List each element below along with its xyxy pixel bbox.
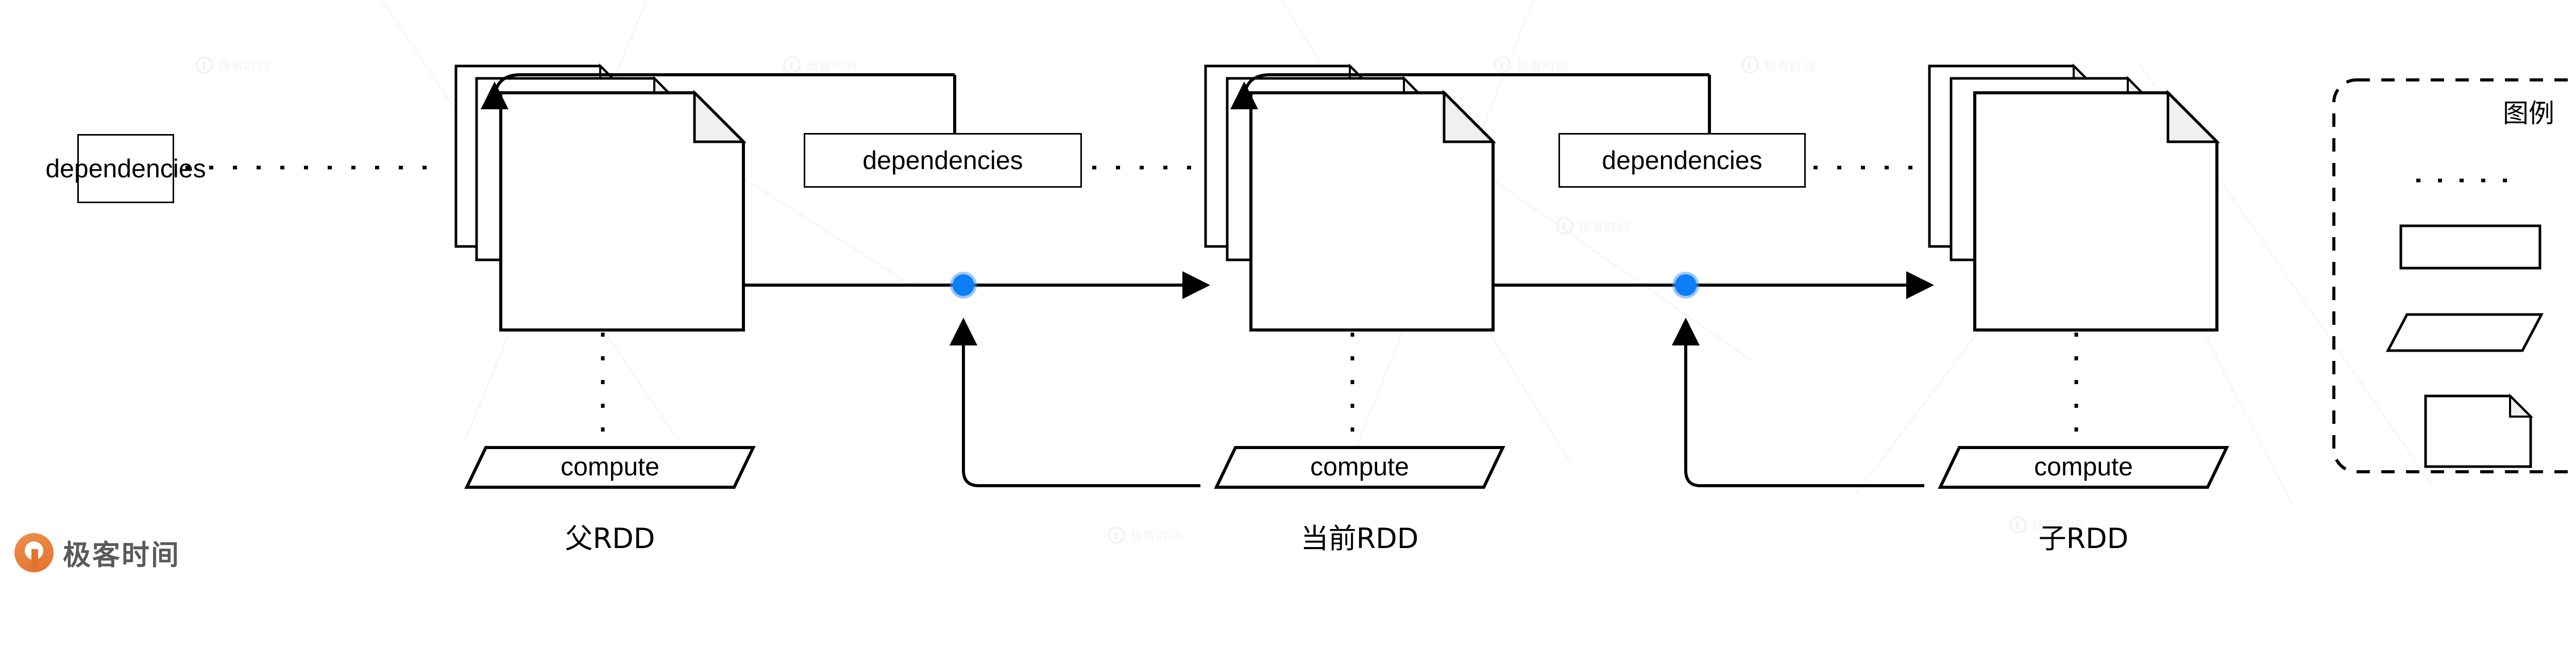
legend-page-fold-icon (2509, 393, 2533, 418)
compute-text: compute (561, 452, 659, 481)
partition-stack-child (1928, 63, 2221, 332)
legend-symbol-document (2424, 394, 2532, 468)
compute-method-shape-child (1938, 446, 2229, 489)
legend-symbol-rectangle (2399, 224, 2541, 270)
dependencies-box-child[interactable]: dependencies (1558, 133, 1806, 188)
compute-text: compute (2034, 452, 2133, 481)
rdd-label-current: 当前RDD (1216, 516, 1503, 556)
partition-stack-current (1204, 63, 1497, 332)
dependencies-box-parent[interactable]: dependencies (45, 134, 206, 203)
compute-label-parent: compute (467, 452, 753, 482)
rdd-name-text: 当前RDD (1300, 522, 1419, 555)
dependencies-loop-arrow-parent (481, 73, 955, 109)
dependencies-label: dependencies (862, 146, 1023, 175)
page-fold-icon (693, 89, 747, 143)
data-partition-icon (1249, 91, 1495, 332)
compute-feedback-arrow-child (1672, 318, 1924, 487)
compute-label-child: compute (1940, 452, 2227, 482)
data-partition-icon (499, 91, 745, 332)
legend-title: 图例 (2503, 98, 2554, 128)
geektime-logo-icon (14, 533, 54, 572)
legend-symbol-parallelogram (2385, 313, 2544, 352)
brand-name: 极客时间 (63, 539, 180, 571)
rdd-label-child: 子RDD (1940, 516, 2227, 556)
rdd-name-text: 子RDD (2038, 522, 2129, 555)
partition-stack-parent (454, 63, 747, 332)
compute-label-current: compute (1216, 452, 1503, 482)
data-partition-icon (1973, 91, 2218, 332)
compute-text: compute (1310, 452, 1409, 481)
rdd-label-parent: 父RDD (467, 516, 753, 556)
dependencies-box-current[interactable]: dependencies (804, 133, 1082, 188)
rdd-name-text: 父RDD (565, 522, 655, 555)
dependencies-label: dependencies (1602, 146, 1762, 175)
compute-feedback-arrow-current (950, 318, 1200, 487)
junction-dot[interactable] (953, 274, 974, 296)
page-fold-icon (1443, 89, 1497, 143)
brand-logo: 极客时间 (14, 532, 180, 573)
page-fold-icon (2166, 89, 2221, 143)
junction-dot[interactable] (1675, 274, 1697, 296)
dependencies-label: dependencies (45, 154, 206, 183)
compute-method-shape-current (1214, 446, 1505, 489)
dependencies-loop-arrow-current (1230, 73, 1709, 109)
legend-panel (2332, 78, 2576, 473)
compute-method-shape-parent (464, 446, 756, 489)
